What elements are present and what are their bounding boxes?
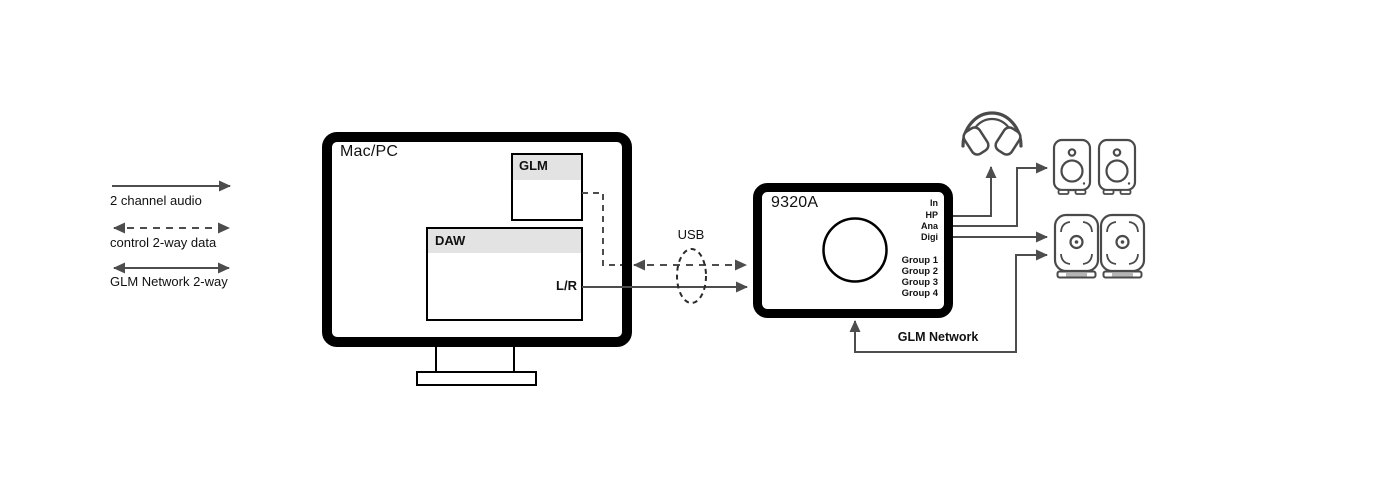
device-io-hp: HP xyxy=(925,209,938,220)
legend xyxy=(112,180,231,274)
device-group-2: Group 2 xyxy=(901,266,938,277)
device-output-lines xyxy=(849,162,1048,353)
speaker-small-left xyxy=(1052,138,1092,195)
hp-output-line xyxy=(953,166,997,217)
volume-knob xyxy=(822,217,888,283)
legend-label-control: control 2-way data xyxy=(110,235,217,250)
device-io-ana: Ana xyxy=(920,220,938,231)
speaker-large-right xyxy=(1099,213,1146,279)
device-io-digi: Digi xyxy=(921,231,938,242)
usb-cable-ellipse xyxy=(676,248,707,304)
usb-label: USB xyxy=(677,227,705,242)
daw-output-label: L/R xyxy=(556,278,577,293)
legend-label-audio: 2 channel audio xyxy=(110,193,202,208)
computer-title: Mac/PC xyxy=(340,143,399,160)
glm-control-connector xyxy=(582,192,622,266)
speaker-small-right xyxy=(1097,138,1137,195)
glm-network-label: GLM Network xyxy=(897,330,979,344)
usb-connection xyxy=(582,192,748,304)
glm-app-box xyxy=(511,153,583,221)
device-group-1: Group 1 xyxy=(901,255,938,266)
speaker-pair-large-icon xyxy=(1053,213,1146,279)
daw-app-title: DAW xyxy=(435,233,466,248)
glm-network-line xyxy=(849,249,1048,353)
speaker-pair-small-icon xyxy=(1052,138,1137,195)
speaker-large-left xyxy=(1053,213,1100,279)
legend-label-glm-network: GLM Network 2-way xyxy=(110,274,228,289)
computer-monitor xyxy=(322,132,632,386)
daw-app-box xyxy=(426,227,583,321)
monitor-stand xyxy=(416,346,537,386)
ana-output-line xyxy=(953,162,1048,227)
headphones-icon xyxy=(961,111,1023,156)
device-io-in: In xyxy=(930,198,938,208)
device-group-4: Group 4 xyxy=(901,288,938,299)
device-title: 9320A xyxy=(771,194,819,211)
glm-app-title: GLM xyxy=(519,158,548,173)
device-group-3: Group 3 xyxy=(901,277,938,288)
